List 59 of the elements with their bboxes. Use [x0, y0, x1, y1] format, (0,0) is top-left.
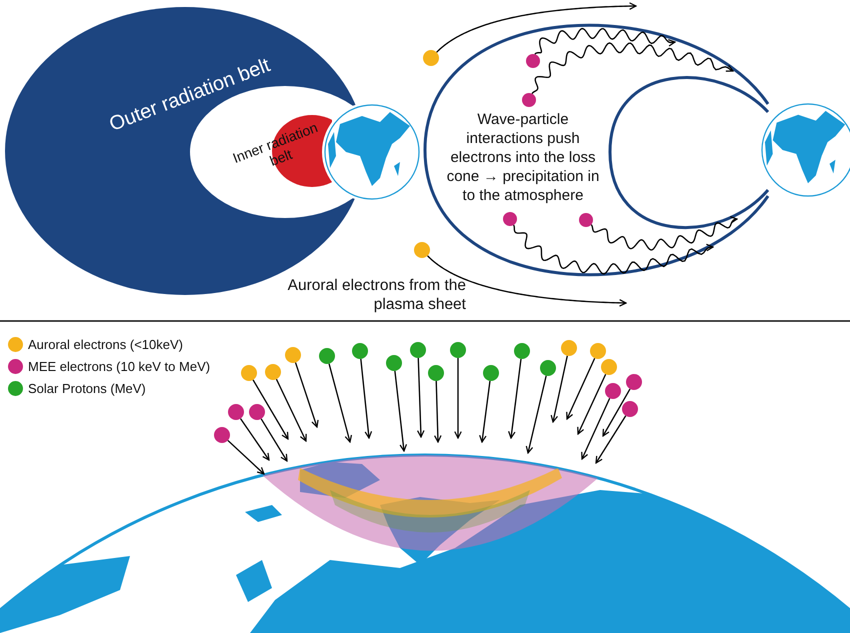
arrow: [360, 358, 372, 439]
arrow: [427, 255, 627, 307]
particle-dot: [526, 54, 540, 68]
arrow: [479, 380, 491, 443]
arrow: [436, 2, 637, 53]
annotation-text: Wave-particle interactions push electrons into the loss cone → precipitation in to the atmosphere: [446, 110, 600, 205]
particle-dot: [423, 50, 439, 66]
particle-dot: [590, 343, 606, 359]
particle-dot: [514, 343, 530, 359]
arrow: [252, 380, 289, 440]
arrow: [434, 380, 442, 443]
particle-dot: [483, 365, 499, 381]
particle-dot: [319, 348, 335, 364]
particle-dot: [249, 404, 265, 420]
particle-dot: [410, 342, 426, 358]
particle-dot: [622, 401, 638, 417]
particle-dot: [605, 383, 621, 399]
particle-dot: [241, 365, 257, 381]
particle-dot: [626, 374, 642, 390]
arrow: [394, 370, 408, 452]
wavy-arrow: [532, 42, 734, 94]
legend-text: MEE electrons (10 keV to MeV): [28, 359, 210, 374]
arrow: [328, 364, 352, 443]
particle-dot: [214, 427, 230, 443]
particle-dot: [522, 93, 536, 107]
arrow: [595, 415, 626, 464]
particle-dot: [579, 213, 593, 227]
particle-dot: [285, 347, 301, 363]
particle-dot: [503, 212, 517, 226]
arrow: [454, 358, 462, 439]
wavy-arrow: [590, 216, 738, 251]
arrow: [276, 378, 307, 442]
wavy-arrow: [534, 28, 676, 55]
arrow: [581, 398, 610, 460]
particle-dot: [265, 364, 281, 380]
arrow: [240, 418, 270, 461]
particle-dot: [561, 340, 577, 356]
particle-dot: [386, 355, 402, 371]
arrow: [416, 358, 425, 438]
particle-dot: [450, 342, 466, 358]
particle-dot: [540, 360, 556, 376]
arrow: [508, 358, 522, 439]
wavy-arrow: [513, 224, 714, 275]
particle-dot: [428, 365, 444, 381]
particle-dot: [601, 359, 617, 375]
annotation-text: Auroral electrons from the plasma sheet: [286, 276, 466, 314]
particle-dot: [228, 404, 244, 420]
arrow: [602, 388, 631, 437]
particle-dot: [352, 343, 368, 359]
arrow: [566, 358, 596, 420]
arrow: [577, 374, 606, 435]
particle-dot: [414, 242, 430, 258]
legend-text: Solar Protons (MeV): [28, 381, 146, 396]
arrow: [294, 362, 319, 428]
arrow: [260, 418, 288, 462]
legend-text: Auroral electrons (<10keV): [28, 337, 183, 352]
arrow: [550, 356, 568, 423]
arrow: [526, 376, 547, 454]
arrow: [227, 440, 265, 475]
